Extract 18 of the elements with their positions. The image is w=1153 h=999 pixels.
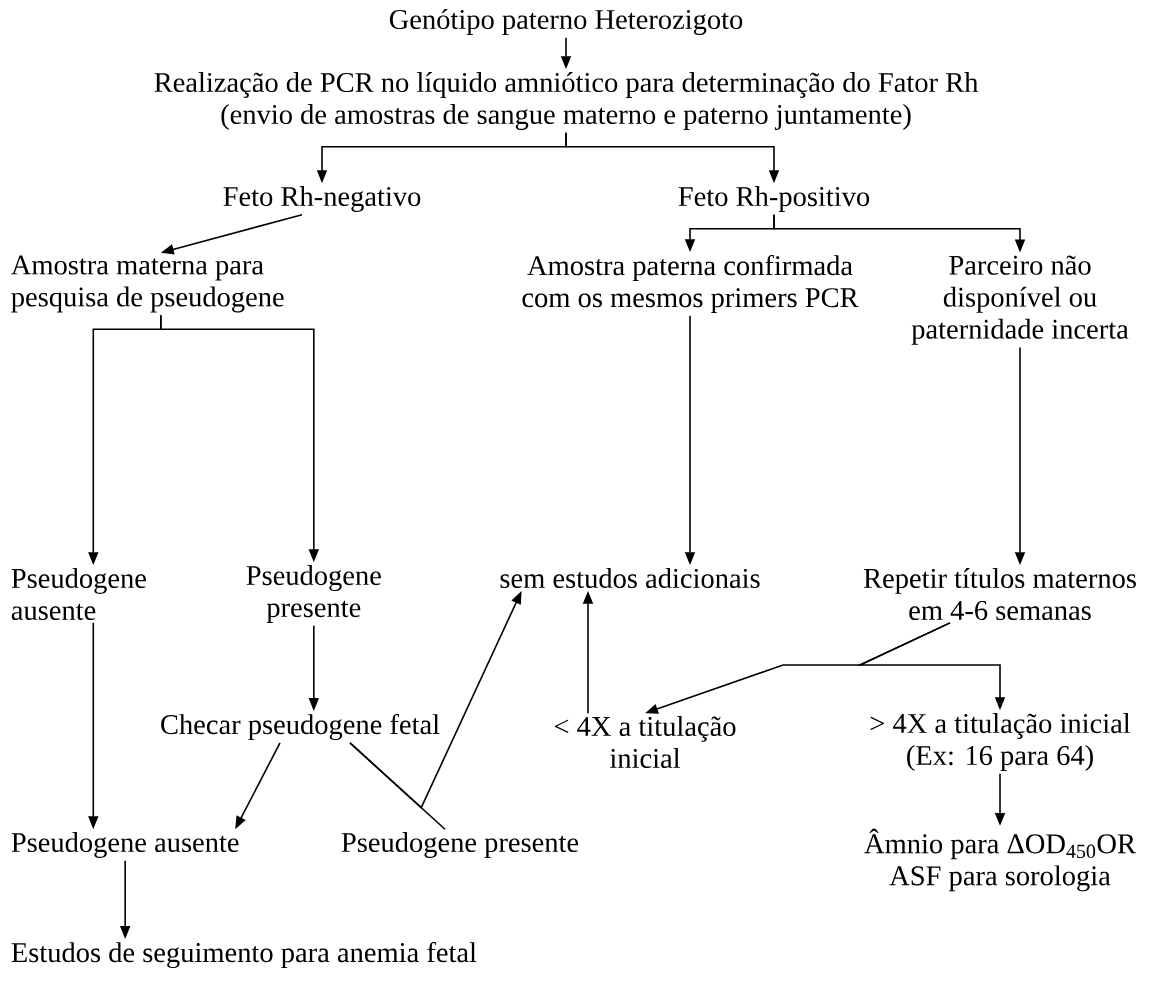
step-text: sem estudos adicionais	[500, 568, 760, 589]
step-text: Âmnio para ΔOD$_{450}$OR ASF para sorologia	[864, 828, 1136, 892]
step-text: > 4X a titulação inicial (Ex: 16 para 64)	[870, 713, 1131, 771]
step-text: Pseudogene presente	[246, 565, 381, 623]
step-text: Pseudogene presente	[341, 832, 579, 858]
step-text: Realização de PCR no líquido amniótico para determinação do Fator Rh (envio de amostras de sangue materno e paterno juntamente)	[154, 72, 979, 130]
step-text: Pseudogene ausente	[11, 832, 239, 858]
step-text: Feto Rh-positivo	[678, 186, 870, 212]
step-text: Genótipo paterno Heterozigoto	[389, 9, 743, 35]
step-text: Checar pseudogene fetal	[161, 713, 440, 741]
step-text: Parceiro não disponível ou paternidade incerta	[911, 255, 1129, 345]
step-text: Pseudogene ausente	[11, 568, 146, 621]
step-text: Estudos de seguimento para anemia fetal	[11, 941, 477, 969]
step-text: < 4X a titulação inicial	[554, 716, 736, 769]
step-text: Repetir títulos maternos em 4-6 semanas	[863, 567, 1136, 621]
step-text: Amostra materna para pesquisa de pseudogene	[11, 255, 284, 313]
step-text: Amostra paterna confirmada com os mesmos primers PCR	[522, 254, 859, 314]
step-text: Feto Rh-negativo	[223, 186, 421, 212]
